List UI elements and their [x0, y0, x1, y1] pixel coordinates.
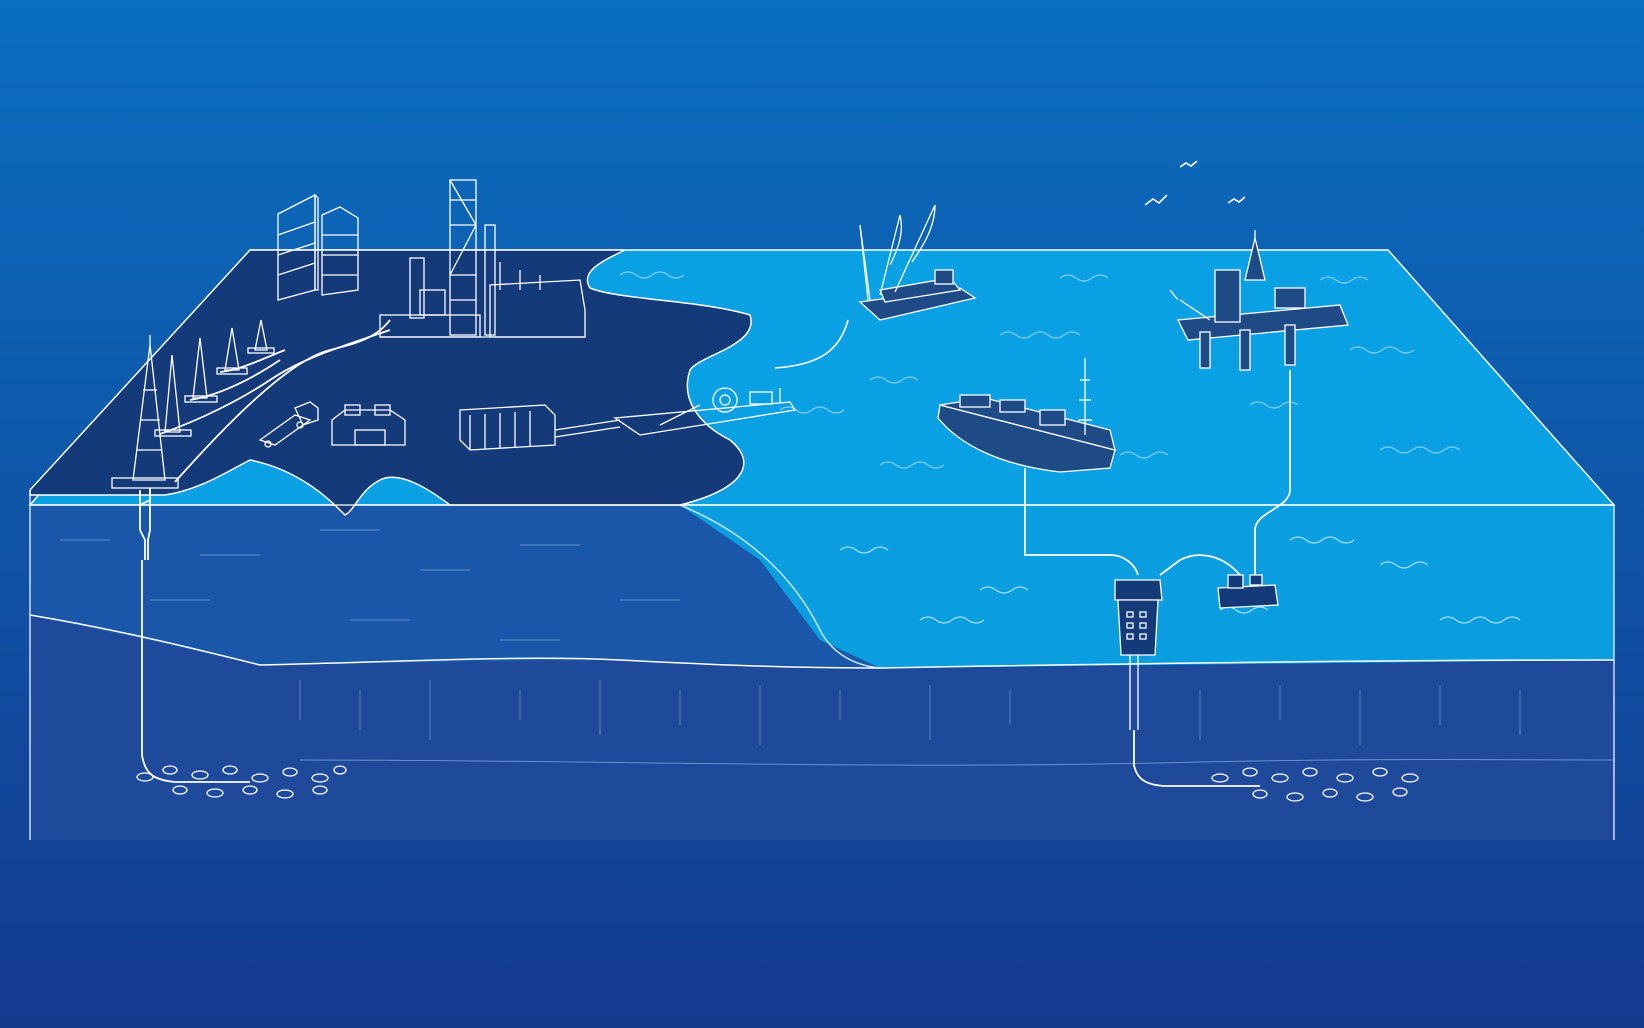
surface-waves [619, 271, 1461, 469]
refinery [379, 179, 586, 338]
seabed-layer [30, 615, 1614, 840]
office-buildings [277, 193, 359, 301]
underwater-waves [839, 536, 1521, 624]
left-reservoir [136, 765, 347, 799]
onshore-pipelines [139, 319, 391, 506]
seabed-texture [299, 680, 1521, 745]
land-mass [29, 249, 752, 516]
subsea-manifold [1217, 574, 1279, 609]
seabed-line [29, 614, 1615, 669]
cable-reel-vessel [613, 387, 797, 436]
fpso-ship [937, 358, 1116, 473]
right-reservoir [1211, 767, 1419, 802]
wellhead-tower [1114, 579, 1163, 730]
seabed-stratum-line [299, 759, 1615, 766]
deep-water-texture [60, 529, 680, 641]
coastline-underwater [679, 504, 881, 669]
birds [1144, 160, 1246, 206]
warehouse [331, 404, 406, 446]
semi-submersible-platform [1169, 230, 1349, 371]
onshore-drilling-rigs [111, 319, 275, 489]
pipe-shed [459, 404, 621, 451]
truck [258, 401, 319, 448]
right-wellbore [1133, 730, 1260, 787]
water-cross-section-deep [30, 490, 880, 668]
crane-vessel [858, 204, 977, 321]
subsea-flowlines [1024, 370, 1291, 578]
crane-vessel-cable [774, 319, 849, 369]
